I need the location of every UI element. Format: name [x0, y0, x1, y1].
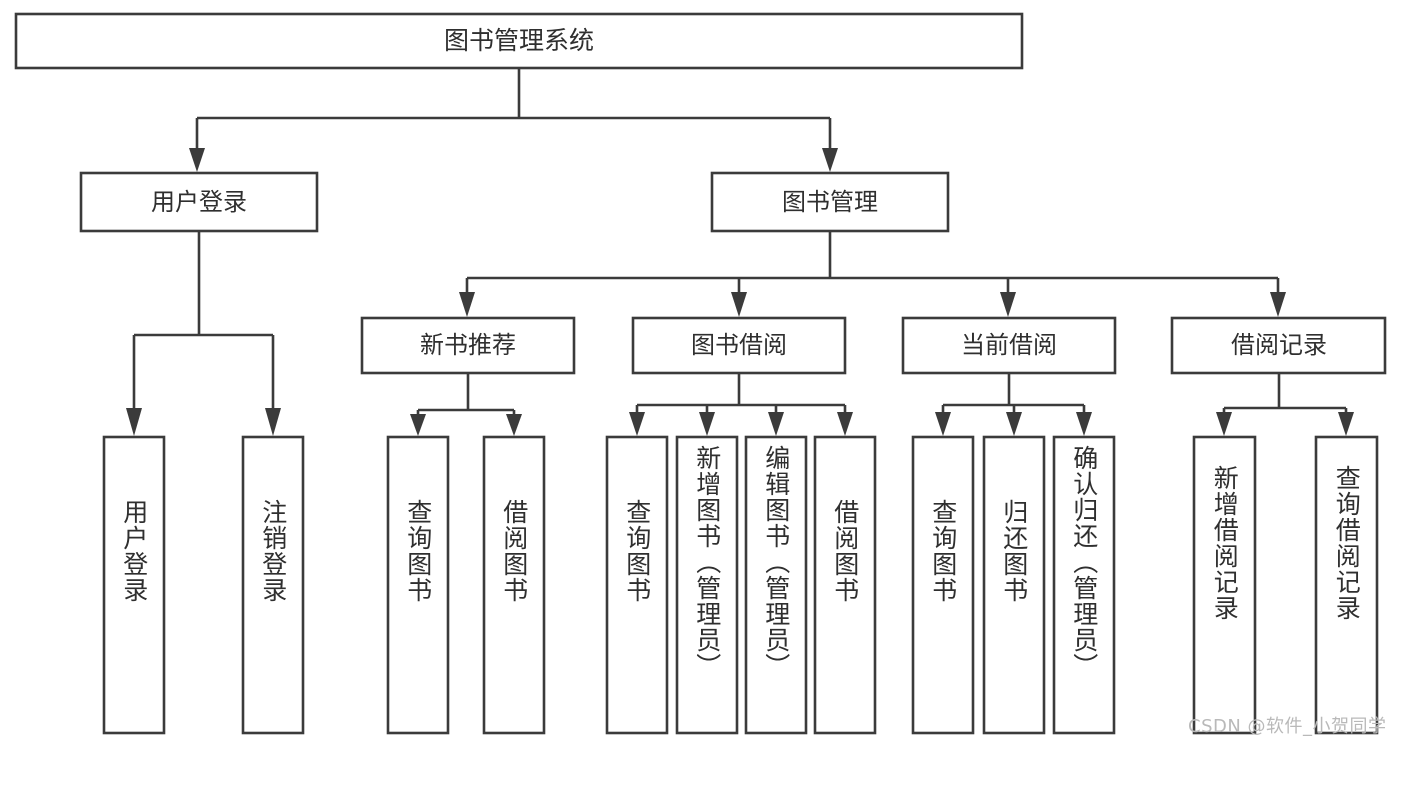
arrow-head-book-manage	[822, 148, 838, 172]
node-book-borrow-box[interactable]	[631, 316, 847, 375]
connector-group-book-borrow	[629, 373, 853, 436]
node-leaf-query-book-cur-box[interactable]	[911, 435, 975, 735]
node-leaf-user-login-box[interactable]	[102, 435, 166, 735]
node-borrow-record-box[interactable]	[1170, 316, 1387, 375]
node-leaf-edit-book-box[interactable]	[744, 435, 808, 735]
arrow-head-leaf-query-record	[1338, 412, 1354, 436]
node-current-borrow-label: 当前借阅	[961, 331, 1057, 359]
node-new-book-rec-box[interactable]	[360, 316, 576, 375]
node-root[interactable]: 图书管理系统	[14, 12, 1024, 70]
arrow-head-leaf-query-book-rec	[410, 414, 426, 436]
node-leaf-confirm-return-box[interactable]	[1052, 435, 1116, 735]
node-root-box[interactable]	[14, 12, 1024, 70]
node-user-login-box[interactable]	[79, 171, 319, 233]
connector-group-book-manage	[459, 231, 1286, 317]
node-leaf-borrow-book-box[interactable]	[813, 435, 877, 735]
node-book-manage-box[interactable]	[710, 171, 950, 233]
connector-group-root	[189, 68, 838, 172]
arrow-head-leaf-borrow-book	[837, 412, 853, 436]
node-book-manage[interactable]: 图书管理	[710, 171, 950, 233]
connector-group-borrow-record	[1216, 373, 1354, 436]
node-user-login[interactable]: 用户登录	[79, 171, 319, 233]
node-leaf-return-book-box[interactable]	[982, 435, 1046, 735]
arrow-head-user-login	[189, 148, 205, 172]
diagram-canvas: 图书管理系统 用户登录 图书管理 新书推荐 图书借阅 当前借阅 借阅记录	[14, 12, 1387, 737]
connector-group-new-book-rec	[410, 373, 522, 436]
leaf-boxes	[102, 435, 1379, 735]
node-leaf-add-record-box[interactable]	[1192, 435, 1257, 735]
csdn-watermark: CSDN @软件_小贺同学	[1188, 716, 1387, 737]
arrow-head-leaf-logout	[265, 408, 281, 436]
arrow-head-leaf-borrow-book-rec	[506, 414, 522, 436]
arrow-head-leaf-query-book-cur	[935, 412, 951, 436]
node-leaf-borrow-book-rec-box[interactable]	[482, 435, 546, 735]
node-new-book-rec-label: 新书推荐	[420, 331, 516, 359]
node-current-borrow[interactable]: 当前借阅	[901, 316, 1117, 375]
arrow-head-leaf-add-book	[699, 412, 715, 436]
hierarchy-diagram: 图书管理系统 用户登录 图书管理 新书推荐 图书借阅 当前借阅 借阅记录	[14, 12, 1387, 735]
node-leaf-query-book-rec-box[interactable]	[386, 435, 450, 735]
connector-group-current-borrow	[935, 373, 1092, 436]
arrow-head-new-book-rec	[459, 292, 475, 317]
node-borrow-record-label: 借阅记录	[1231, 331, 1327, 359]
node-leaf-query-record-box[interactable]	[1314, 435, 1379, 735]
arrow-head-current-borrow	[1000, 292, 1016, 317]
node-book-borrow-label: 图书借阅	[691, 331, 787, 359]
arrow-head-leaf-user-login	[126, 408, 142, 436]
arrow-head-leaf-query-book-borrow	[629, 412, 645, 436]
node-book-borrow[interactable]: 图书借阅	[631, 316, 847, 375]
arrow-head-borrow-record	[1270, 292, 1286, 317]
arrow-head-leaf-return-book	[1006, 412, 1022, 436]
node-user-login-label: 用户登录	[151, 188, 247, 216]
node-leaf-logout-box[interactable]	[241, 435, 305, 735]
connector-group-user-login	[126, 231, 281, 436]
arrow-head-book-borrow	[731, 292, 747, 317]
node-leaf-add-book-box[interactable]	[675, 435, 739, 735]
node-current-borrow-box[interactable]	[901, 316, 1117, 375]
node-new-book-rec[interactable]: 新书推荐	[360, 316, 576, 375]
node-root-label: 图书管理系统	[444, 26, 594, 55]
node-leaf-query-book-borrow-box[interactable]	[605, 435, 669, 735]
arrow-head-leaf-confirm-return	[1076, 412, 1092, 436]
node-book-manage-label: 图书管理	[782, 188, 878, 216]
arrow-head-leaf-add-record	[1216, 412, 1232, 436]
arrow-head-leaf-edit-book	[768, 412, 784, 436]
node-borrow-record[interactable]: 借阅记录	[1170, 316, 1387, 375]
